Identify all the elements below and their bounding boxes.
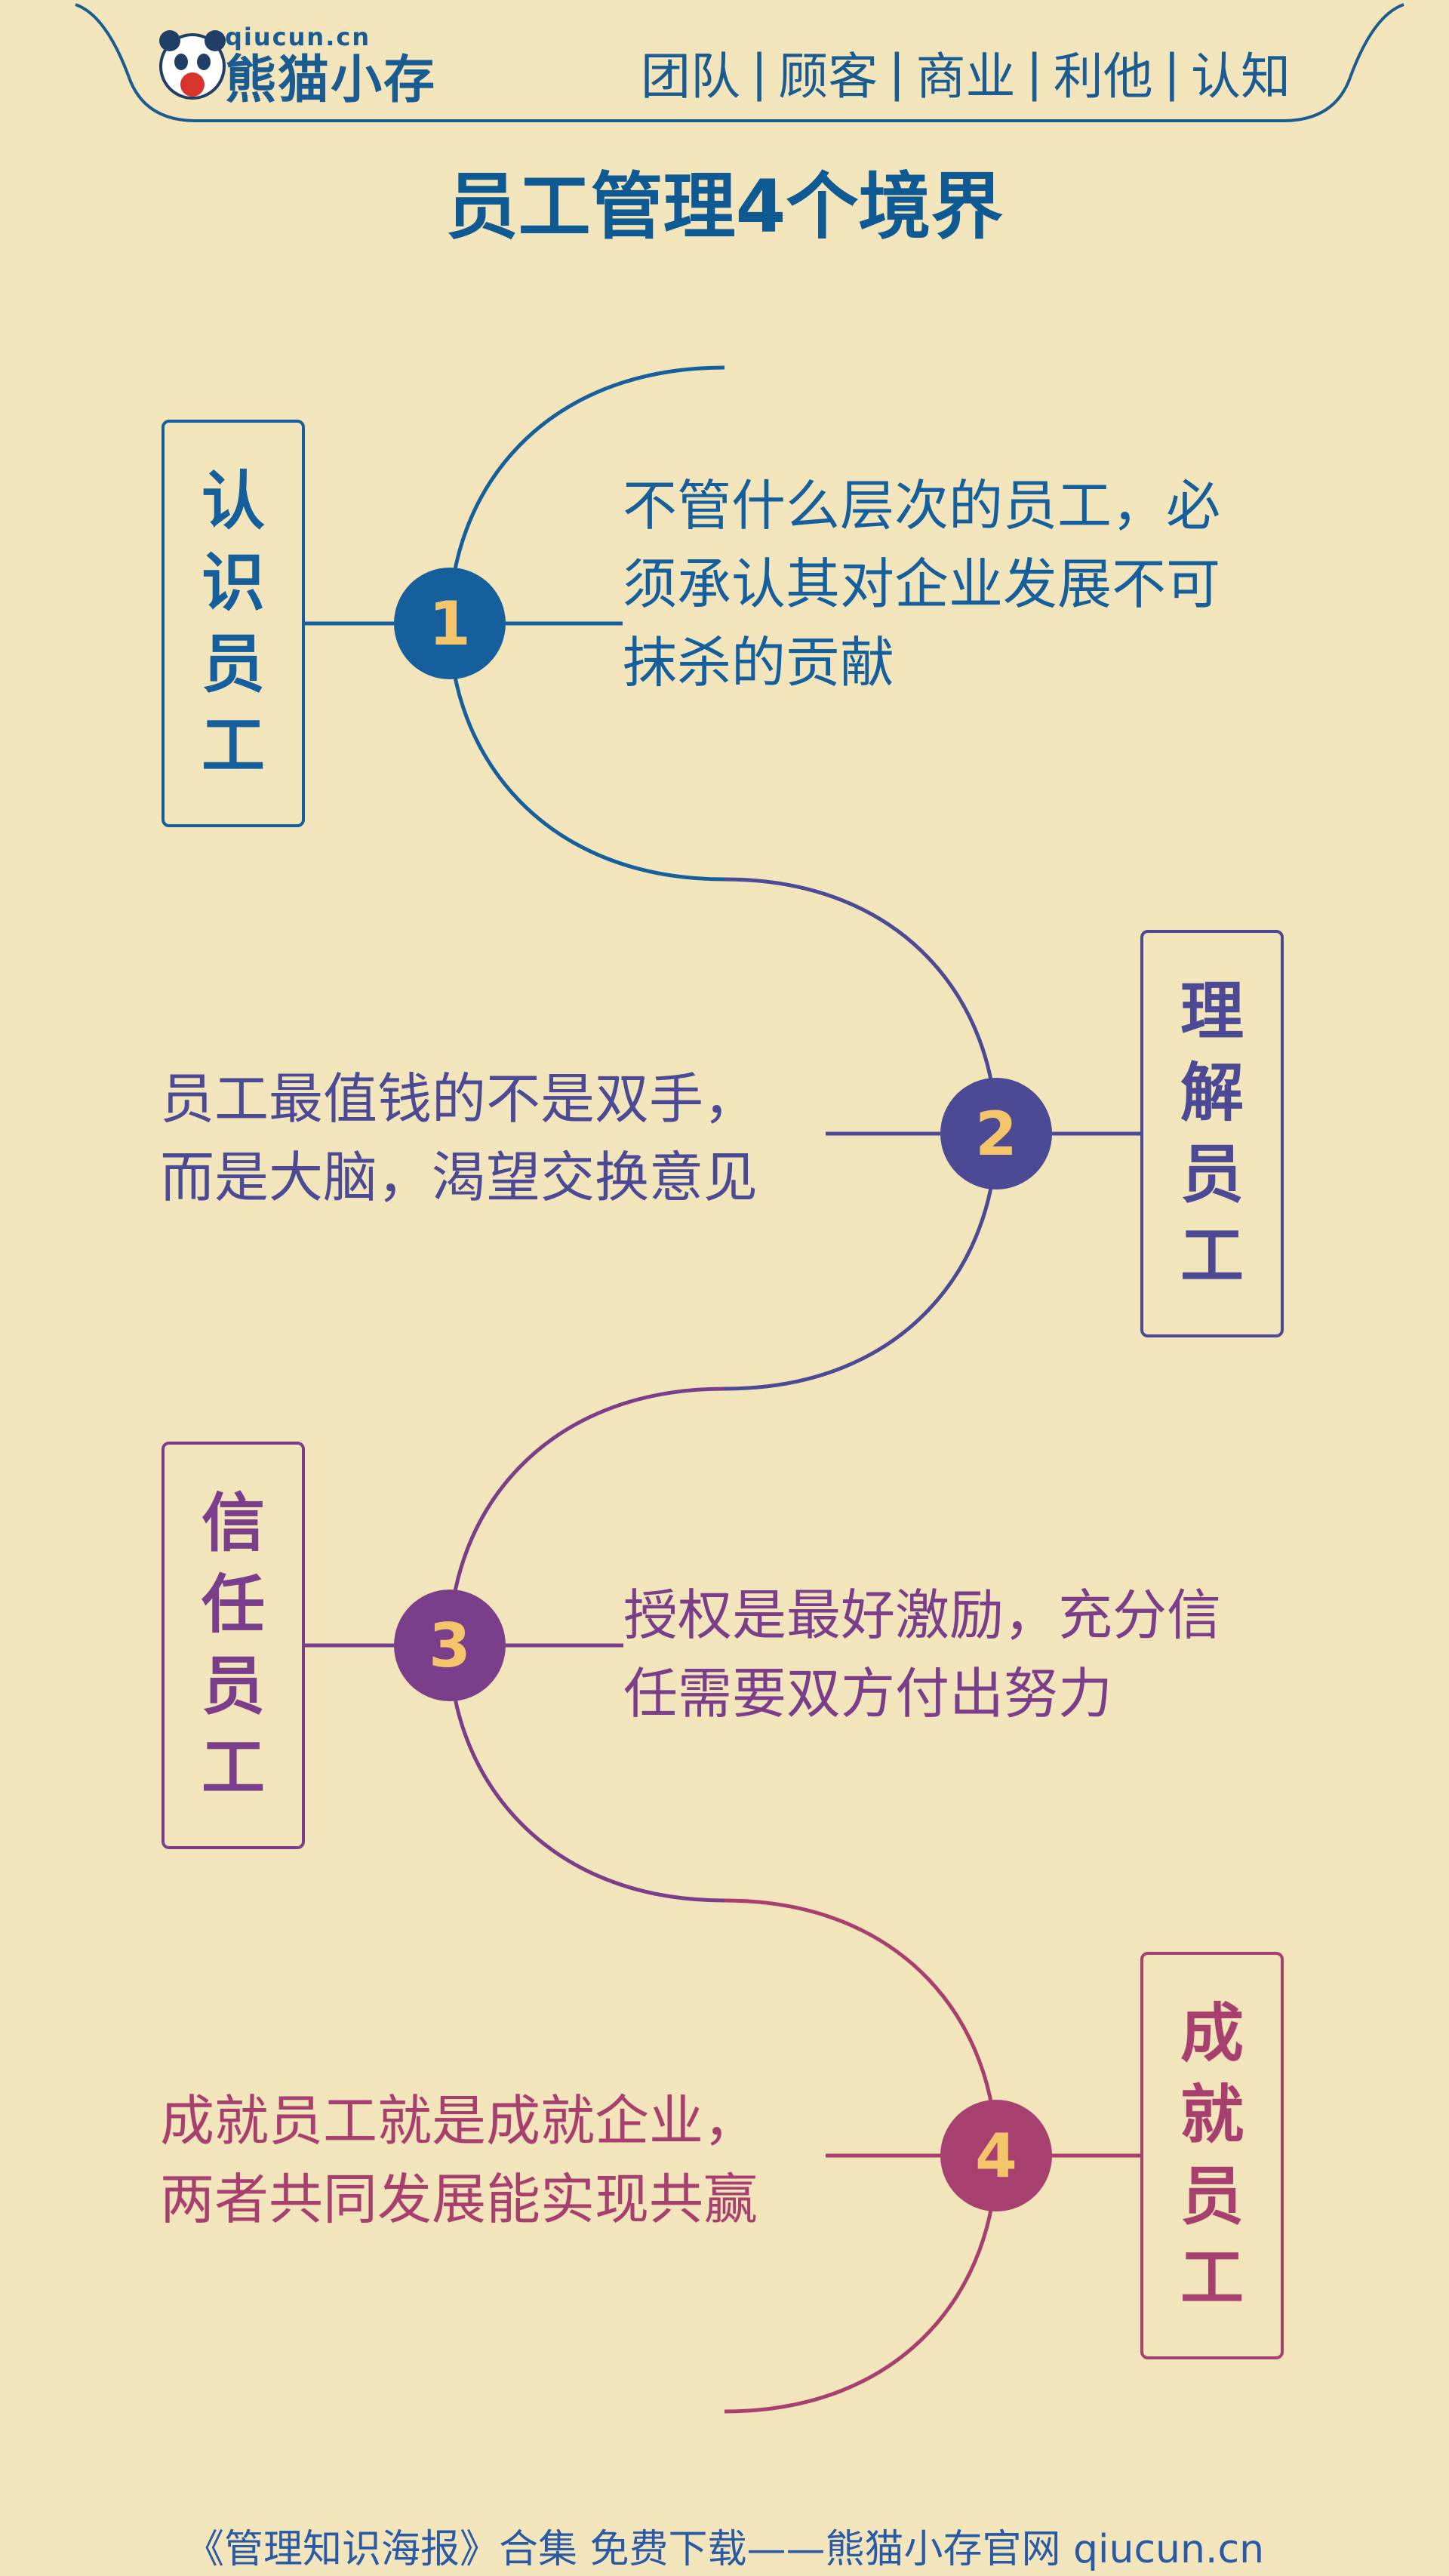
nav-separator: | [1163, 43, 1180, 102]
stage-4-label-char: 成 [1180, 1996, 1244, 2070]
nav-item-altruism[interactable]: 利他 [1053, 48, 1153, 106]
stage-2-label-char: 工 [1180, 1219, 1244, 1293]
stage-3-label-char: 任 [201, 1568, 265, 1642]
nav-separator: | [751, 43, 768, 102]
stage-2-label-char: 解 [1180, 1056, 1244, 1130]
stage-4-label-char: 员 [1180, 2159, 1244, 2233]
stage-1-label-char: 工 [201, 709, 265, 783]
stage-3-label-char: 信 [201, 1486, 265, 1560]
stage-4-label-box: 成就员工 [1140, 1952, 1284, 2359]
stage-1-label-box: 认识员工 [162, 420, 305, 827]
stage-3-label-box: 信任员工 [162, 1442, 305, 1849]
stage-1-label-char: 员 [201, 627, 265, 701]
stage-2-description: 员工最值钱的不是双手， 而是大脑，渴望交换意见 [160, 1067, 758, 1209]
stage-3-description: 授权是最好激励，充分信 任需要双方付出努力 [623, 1583, 1222, 1725]
logo-url: qiucun.cn [225, 23, 371, 51]
nav-separator: | [888, 43, 906, 102]
stage-1-label-char: 认 [201, 464, 265, 538]
nav-separator: | [1026, 43, 1043, 102]
panda-logo-icon [159, 30, 226, 100]
stage-3-label-char: 员 [201, 1649, 265, 1723]
stage-4-description: 成就员工就是成就企业， 两者共同发展能实现共赢 [160, 2089, 758, 2231]
nav-item-team[interactable]: 团队 [641, 48, 740, 106]
stage-2-label-char: 理 [1180, 974, 1244, 1048]
stage-4-label-char: 就 [1180, 2078, 1244, 2152]
header-nav: 团队 | 顾客 | 商业 | 利他 | 认知 [641, 36, 1291, 109]
nav-item-customer[interactable]: 顾客 [778, 48, 878, 106]
stage-1-description: 不管什么层次的员工，必 须承认其对企业发展不可 抹杀的贡献 [623, 474, 1221, 694]
stage-1-number: 1 [394, 568, 506, 679]
stage-2-number: 2 [940, 1078, 1052, 1190]
stage-3-number: 3 [394, 1590, 506, 1701]
stage-3-label-char: 工 [201, 1731, 265, 1805]
stage-4-number: 4 [940, 2100, 1052, 2211]
logo-text: 熊猫小存 [225, 51, 437, 110]
nav-item-business[interactable]: 商业 [915, 48, 1016, 106]
page-title: 员工管理4个境界 [445, 165, 1004, 249]
stage-1-label-char: 识 [201, 546, 265, 620]
nav-item-cognition[interactable]: 认知 [1191, 48, 1291, 106]
stage-4-label-char: 工 [1180, 2241, 1244, 2315]
stage-2-label-box: 理解员工 [1140, 930, 1284, 1337]
footer-text: 《管理知识海报》合集 免费下载——熊猫小存官网 qiucun.cn [184, 2527, 1265, 2572]
header-banner-curve [75, 3, 1404, 122]
stage-2-label-char: 员 [1180, 1137, 1244, 1211]
